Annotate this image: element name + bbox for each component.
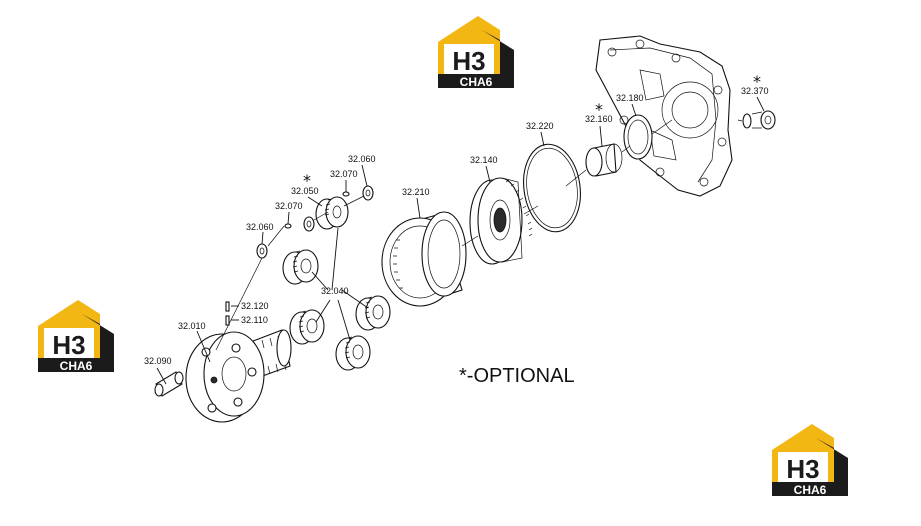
part-32210-ring-gear bbox=[381, 211, 467, 307]
part-32040-planet-gear bbox=[282, 249, 319, 285]
label-32140: 32.140 bbox=[470, 155, 498, 165]
brand-logo: H3 CHA6 bbox=[772, 424, 848, 497]
optional-marker: * bbox=[303, 171, 311, 190]
optional-marker: * bbox=[753, 72, 761, 91]
label-32160: 32.160 bbox=[585, 114, 613, 124]
part-32220-snap-ring bbox=[523, 143, 581, 233]
logo-word-text: CHA6 bbox=[60, 359, 93, 373]
logo-mark-text: H3 bbox=[52, 330, 85, 360]
leader-lines bbox=[156, 96, 765, 385]
part-32040-planet-gear bbox=[355, 295, 391, 331]
part-32050-planet-gear bbox=[315, 196, 349, 230]
part-32060-washer bbox=[362, 185, 374, 201]
part-labels: 32.010 32.090 32.120 32.110 32.060 32.07… bbox=[144, 72, 769, 387]
part-32370-plug bbox=[742, 110, 776, 130]
label-32370: 32.370 bbox=[741, 86, 769, 96]
part-32010-planet-carrier bbox=[185, 329, 292, 423]
part-32070-pin bbox=[284, 223, 292, 229]
logo-mark-text: H3 bbox=[786, 454, 819, 484]
brand-logo: H3 CHA6 bbox=[438, 16, 514, 89]
label-32180: 32.180 bbox=[616, 93, 644, 103]
label-32060: 32.060 bbox=[348, 154, 376, 164]
part-32040-planet-gear bbox=[289, 309, 325, 345]
label-32120: 32.120 bbox=[241, 301, 269, 311]
label-32010: 32.010 bbox=[178, 321, 206, 331]
part-32140-gear-plate bbox=[469, 177, 533, 265]
part-32060-washer bbox=[256, 243, 268, 259]
label-32050: 32.050 bbox=[291, 186, 319, 196]
transmission-housing bbox=[595, 35, 733, 197]
part-32160-bushing bbox=[585, 143, 623, 177]
label-32110: 32.110 bbox=[241, 315, 268, 325]
part-32090-shaft-pin bbox=[154, 371, 184, 397]
part-32040-planet-gear bbox=[335, 335, 371, 371]
label-32220: 32.220 bbox=[526, 121, 554, 131]
optional-note: *-OPTIONAL bbox=[459, 365, 575, 387]
part-32060-washer bbox=[303, 216, 315, 232]
logo-word-text: CHA6 bbox=[460, 75, 493, 89]
label-32040: 32.040 bbox=[321, 286, 349, 296]
label-32090: 32.090 bbox=[144, 356, 172, 366]
label-32060: 32.060 bbox=[246, 222, 274, 232]
logo-word-text: CHA6 bbox=[794, 483, 827, 497]
label-32210: 32.210 bbox=[402, 187, 430, 197]
part-32110-pin bbox=[225, 315, 230, 326]
label-32070: 32.070 bbox=[275, 201, 303, 211]
part-32070-pin bbox=[342, 191, 350, 197]
part-32120-pin bbox=[225, 301, 230, 312]
logo-mark-text: H3 bbox=[452, 46, 485, 76]
optional-marker: * bbox=[595, 100, 603, 119]
brand-logo: H3 CHA6 bbox=[38, 300, 114, 373]
label-32070: 32.070 bbox=[330, 169, 358, 179]
part-32180-ring bbox=[623, 114, 653, 160]
